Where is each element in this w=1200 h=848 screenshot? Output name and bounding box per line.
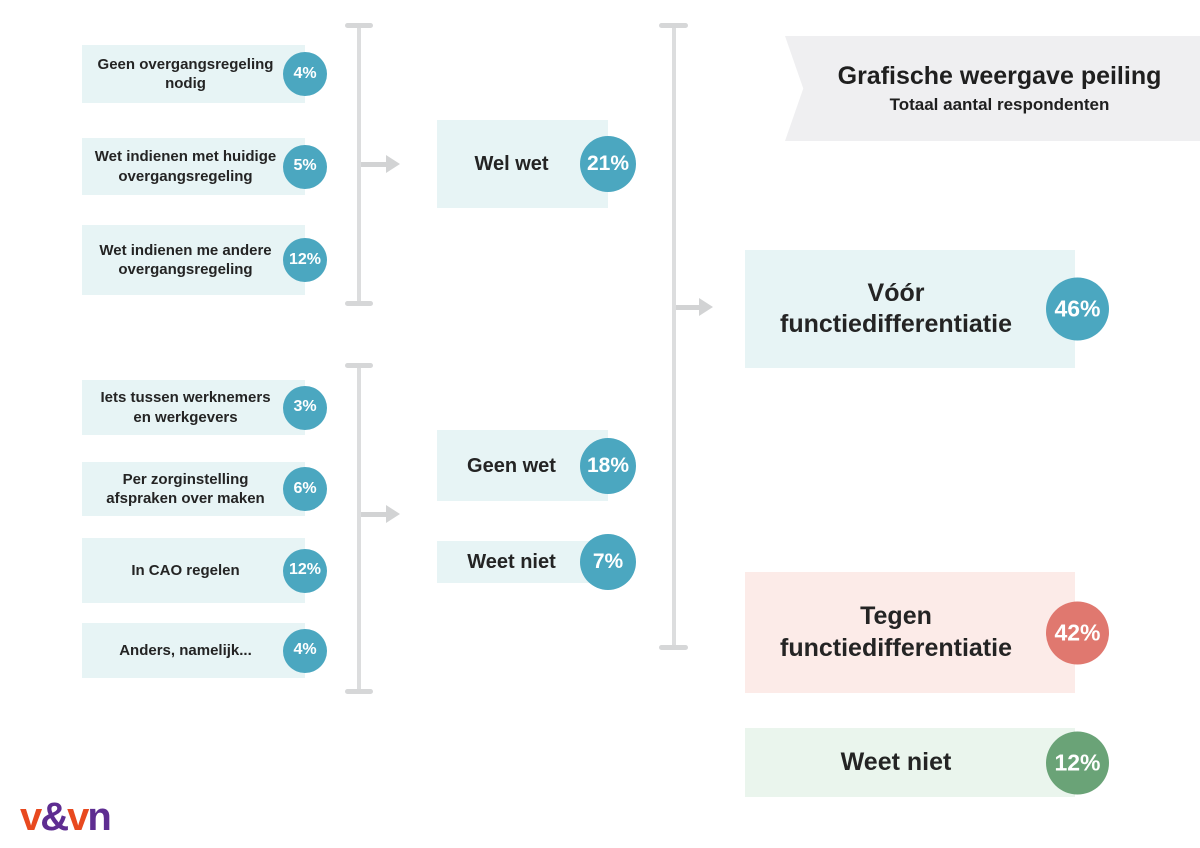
logo-letter: v — [20, 795, 42, 839]
percentage-badge: 12% — [283, 238, 327, 282]
header-banner: Grafische weergave peiling Totaal aantal… — [785, 36, 1200, 141]
middle-label: Weet niet — [467, 551, 556, 573]
option-box-wet-huidige-regeling: Wet indienen met huidige overgangsregeli… — [82, 138, 327, 195]
option-box-per-zorginstelling: Per zorginstelling afspraken over maken … — [82, 462, 327, 516]
option-box-iets-tussen: Iets tussen werknemers en werkgevers 3% — [82, 380, 327, 435]
option-label: Iets tussen werknemers en werkgevers — [100, 389, 271, 426]
option-label: Geen overgangsregeling nodig — [97, 55, 274, 92]
arrow-right-icon — [699, 298, 713, 316]
percentage-badge: 7% — [580, 534, 636, 590]
arrow-right-icon — [386, 505, 400, 523]
result-label: Weet niet — [840, 747, 952, 776]
option-label: Anders, namelijk... — [119, 641, 252, 659]
percentage-badge: 12% — [1046, 731, 1109, 794]
percentage-badge: 4% — [283, 628, 327, 673]
middle-label: Geen wet — [467, 454, 556, 477]
result-box-weet-niet: Weet niet 12% — [745, 728, 1109, 797]
percentage-badge: 12% — [283, 548, 327, 593]
percentage-badge: 18% — [580, 437, 636, 494]
percentage-badge: 42% — [1046, 601, 1109, 664]
middle-box-geen-wet: Geen wet 18% — [437, 430, 636, 501]
middle-box-wel-wet: Wel wet 21% — [437, 120, 636, 208]
percentage-badge: 21% — [580, 136, 636, 192]
logo-letter: n — [87, 795, 111, 839]
bracket-line — [672, 25, 676, 648]
percentage-badge: 4% — [283, 52, 327, 96]
option-label: Wet indienen met huidige overgangsregeli… — [94, 148, 277, 185]
option-box-in-cao: In CAO regelen 12% — [82, 538, 327, 603]
bracket-cap — [345, 689, 373, 694]
bracket-cap — [659, 645, 688, 650]
percentage-badge: 6% — [283, 467, 327, 511]
bracket-cap — [345, 23, 373, 28]
percentage-badge: 3% — [283, 385, 327, 430]
option-label: Per zorginstelling afspraken over maken — [106, 470, 265, 507]
option-box-geen-overgangsregeling: Geen overgangsregeling nodig 4% — [82, 45, 327, 103]
banner-subtitle: Totaal aantal respondenten — [889, 95, 1110, 114]
arrow-shaft — [361, 162, 387, 167]
bracket-cap — [345, 301, 373, 306]
middle-label: Wel wet — [474, 153, 549, 175]
logo-letter: v — [67, 795, 89, 839]
middle-box-weet-niet: Weet niet 7% — [437, 534, 636, 590]
result-box-tegen: Tegen functiedifferentiatie 42% — [745, 572, 1109, 693]
arrow-right-icon — [386, 155, 400, 173]
arrow-shaft — [361, 512, 387, 517]
arrow-shaft — [676, 305, 700, 310]
vvn-logo: v&vn — [20, 795, 112, 839]
banner-title: Grafische weergave peiling — [837, 62, 1162, 90]
percentage-badge: 5% — [283, 144, 327, 189]
logo-ampersand: & — [40, 795, 69, 839]
percentage-badge: 46% — [1046, 277, 1109, 341]
option-box-wet-andere-regeling: Wet indienen me andere overgangsregeling… — [82, 225, 327, 295]
bracket-line — [357, 365, 361, 692]
bracket-line — [357, 25, 361, 305]
result-label: Vóór functiedifferentiatie — [780, 278, 1012, 338]
option-label: Wet indienen me andere overgangsregeling — [99, 241, 272, 278]
bracket-cap — [659, 23, 688, 28]
option-box-anders: Anders, namelijk... 4% — [82, 623, 327, 678]
result-box-voor: Vóór functiedifferentiatie 46% — [745, 250, 1109, 368]
result-label: Tegen functiedifferentiatie — [780, 602, 1012, 662]
bracket-cap — [345, 363, 373, 368]
option-label: In CAO regelen — [131, 561, 240, 579]
